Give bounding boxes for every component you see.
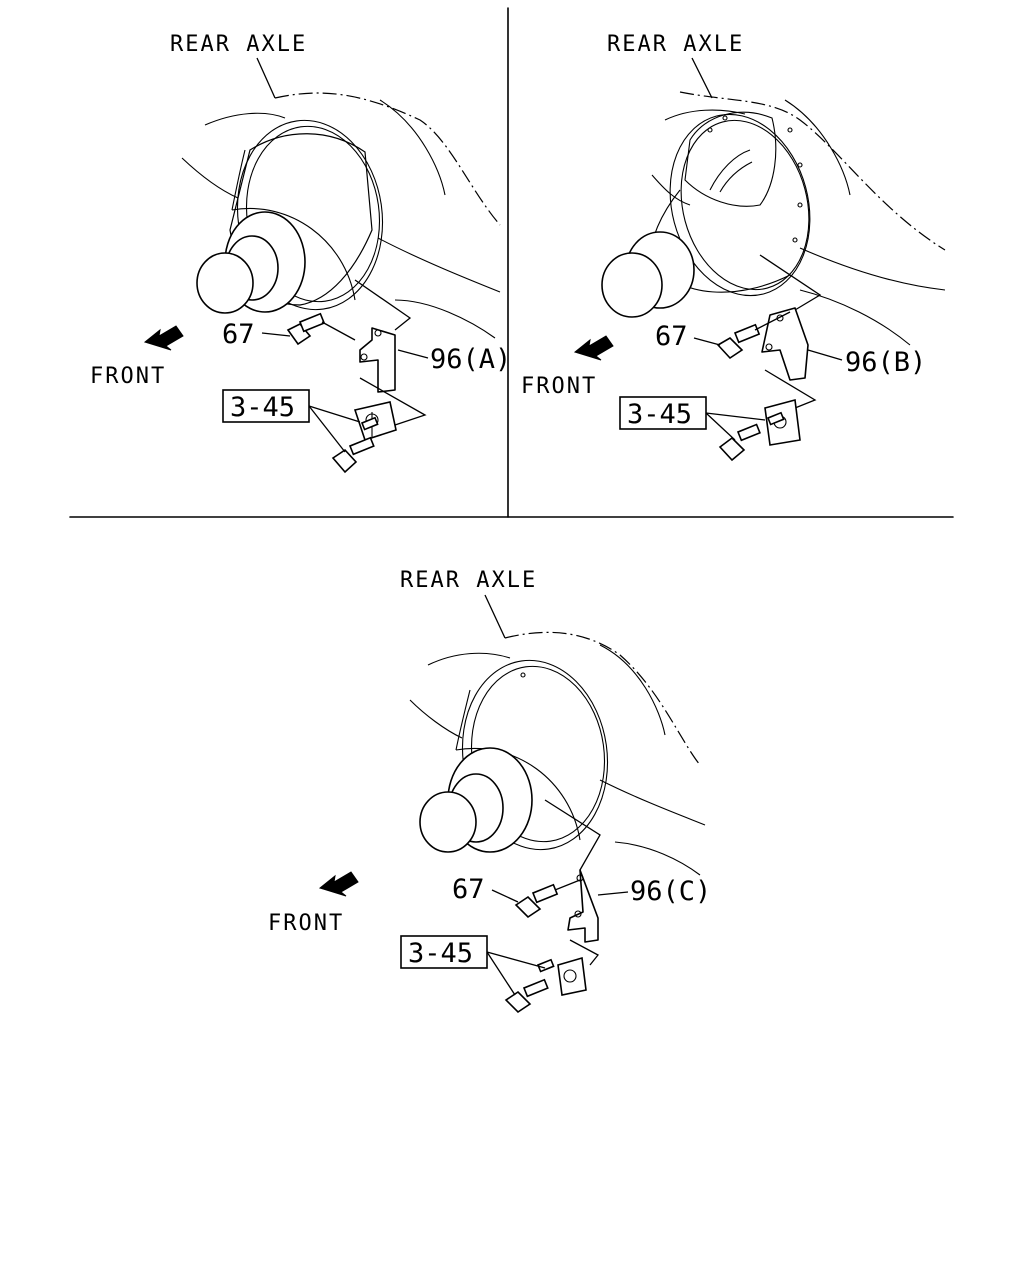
rear-axle-label: REAR AXLE	[400, 568, 537, 593]
front-arrow-icon	[318, 871, 359, 897]
bracket-96c	[544, 799, 601, 966]
panel-a: REAR AXLE	[90, 32, 511, 474]
rear-axle-label: REAR AXLE	[170, 32, 307, 57]
front-label: FRONT	[268, 911, 344, 936]
front-label: FRONT	[90, 364, 166, 389]
bolt-callout: 67	[452, 874, 485, 905]
panel-b: REAR AXLE	[521, 32, 946, 462]
bolt-3-45-c	[504, 958, 555, 1014]
bracket-96b	[759, 254, 822, 411]
bracket-callout: 96(B)	[845, 347, 926, 378]
bolt-67-b	[716, 323, 761, 360]
rear-axle-leader	[691, 57, 713, 99]
ref-box	[222, 389, 310, 423]
rear-axle-label: REAR AXLE	[607, 32, 744, 57]
panel-c: REAR AXLE	[268, 568, 711, 1014]
bolt-67-c	[514, 883, 559, 919]
rear-axle-leader	[484, 594, 506, 639]
bolt-callout: 67	[222, 319, 255, 350]
axle-housing	[409, 631, 706, 876]
bolt-callout: 67	[655, 321, 688, 352]
bracket-callout: 96(A)	[430, 344, 511, 375]
front-arrow-icon	[143, 325, 184, 351]
bolt-3-45-a	[331, 416, 379, 474]
bracket-callout: 96(C)	[630, 876, 711, 907]
axle-housing	[601, 91, 946, 346]
sensor-plate-c	[557, 956, 587, 996]
bolt-67-a	[286, 312, 326, 346]
ref-callout: 3-45	[230, 392, 295, 423]
rear-axle-leader	[256, 57, 276, 99]
ref-callout: 3-45	[408, 938, 473, 969]
bolt-3-45-b	[718, 411, 785, 462]
front-label: FRONT	[521, 374, 597, 399]
front-arrow-icon	[573, 335, 614, 361]
axle-housing	[181, 92, 501, 339]
ref-callout: 3-45	[627, 399, 692, 430]
bracket-96a	[354, 279, 427, 426]
